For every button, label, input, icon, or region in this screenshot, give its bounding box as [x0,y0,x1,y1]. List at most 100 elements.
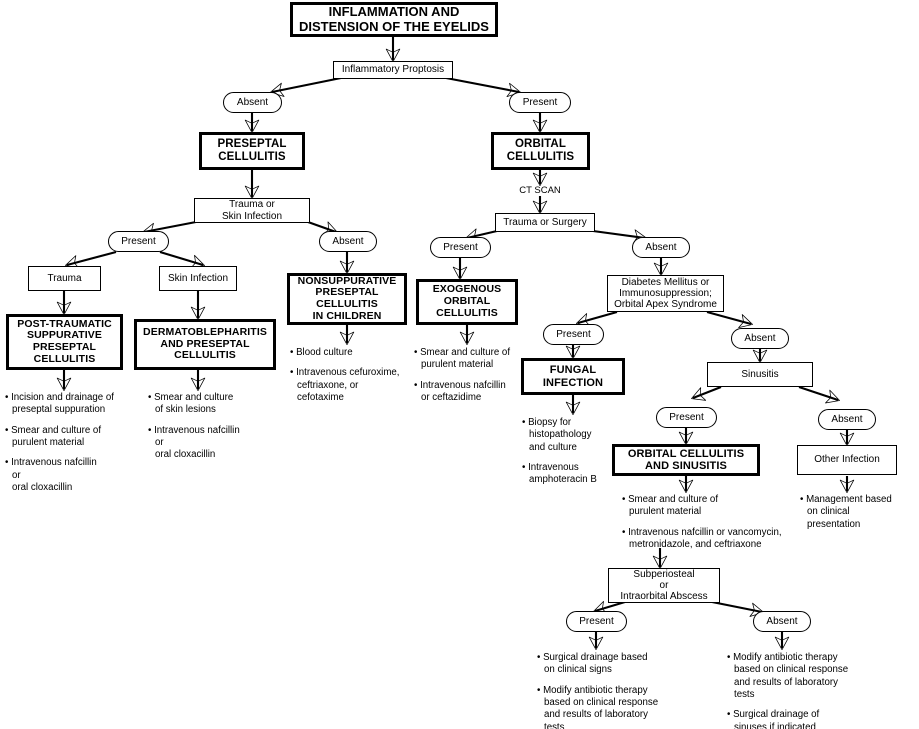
treatment-line: • Surgical drainage based [537,652,648,663]
pt-line-2: SUPPURATIVE [27,329,102,342]
node-sinusitis-absent: Absent [818,409,876,430]
ocs-line-2: AND SINUSITIS [645,460,727,472]
treatment-line: metronidazole, and ceftriaxone [629,538,762,550]
label-abs-present: Present [579,615,614,627]
ns-line-2: PRESEPTAL [315,286,379,299]
node-abscess-absent: Absent [753,611,811,632]
label-proptosis-absent: Absent [236,96,269,108]
treatment-line: • Intravenous nafcillin or vancomycin, [622,526,782,538]
treatment-line: and results of laboratory [734,676,838,688]
fi-line-1: FUNGAL [549,364,597,377]
db-line-3: CELLULITIS [174,349,236,362]
treatment-line: and results of laboratory [544,709,648,721]
node-exogenous-orbital-cellulitis: EXOGENOUS ORBITAL CELLULITIS [416,279,518,325]
root-line-2: DISTENSION OF THE EYELIDS [299,18,489,34]
abs-line-1: Subperiosteal [633,568,695,580]
treatment-line: or [12,469,21,481]
treatment-line: • Intravenous cefuroxime, [290,367,400,379]
node-inflammatory-proptosis: Inflammatory Proptosis [333,61,453,79]
treatment-line: oral cloxacillin [155,449,216,461]
label-trauma: Trauma [47,272,82,284]
treatment-item: • Intravenous cefuroxime,ceftriaxone, or… [290,367,410,404]
node-trauma-or-skin-infection: Trauma or Skin Infection [194,198,310,223]
treatment-item: • Intravenous nafcillin or vancomycin,me… [622,527,822,552]
label-inflammatory-proptosis: Inflammatory Proptosis [341,64,445,76]
db-line-1: DERMATOBLEPHARITIS [143,325,267,338]
label-ct-scan: CT SCAN [500,185,580,197]
node-tos-present: Present [430,237,491,258]
label-sin-absent: Absent [831,413,863,425]
node-tos-absent: Absent [632,237,690,258]
treatment-line: purulent material [421,359,494,371]
treatment-line: purulent material [12,436,85,448]
label-dm-absent: Absent [744,332,776,344]
pt-line-4: CELLULITIS [33,352,96,365]
treatment-line: • Smear and culture [148,392,234,403]
node-dermatoblepharitis-and-preseptal-cellulitis: DERMATOBLEPHARITIS AND PRESEPTAL CELLULI… [134,319,276,370]
db-line-2: AND PRESEPTAL [160,337,250,350]
node-root-title: INFLAMMATION AND DISTENSION OF THE EYELI… [290,2,498,37]
label-abs-absent: Absent [766,615,798,627]
dm-line-2: Immunosuppression; [619,287,712,299]
node-sinusitis-present: Present [656,407,717,428]
treatment-line: • Smear and culture of [622,494,719,505]
node-preseptal-cellulitis: PRESEPTAL CELLULITIS [199,132,305,170]
treatment-line: • Biopsy for [522,417,572,428]
treatment-list-nonsuppurative: • Blood culture• Intravenous cefuroxime,… [290,347,410,404]
node-sinusitis: Sinusitis [707,362,813,387]
orbital-line-2: CELLULITIS [506,151,575,163]
fi-line-2: INFECTION [542,376,604,389]
node-tsi-present: Present [108,231,169,252]
treatment-line: or [155,436,164,448]
label-dm-present: Present [556,328,591,340]
treatment-line: amphoteracin B [529,474,597,486]
treatment-line: of skin lesions [155,404,216,416]
label-proptosis-present: Present [522,96,558,108]
node-trauma: Trauma [28,266,101,291]
treatment-line: • Intravenous nafcillin [148,424,240,436]
treatment-line: cefotaxime [297,391,344,403]
treatment-line: based on clinical response [544,696,659,708]
treatment-line: preseptal suppuration [12,404,106,416]
node-post-traumatic-suppurative-preseptal-cellulitis: POST-TRAUMATIC SUPPURATIVE PRESEPTAL CEL… [6,314,123,370]
node-orbital-cellulitis-and-sinusitis: ORBITAL CELLULITIS AND SINUSITIS [612,444,760,476]
treatment-line: tests [544,721,565,729]
treatment-line: • Smear and culture of [5,424,102,436]
treatment-line: • Surgical drainage of [727,709,820,721]
treatment-line: on clinical [807,506,850,518]
treatment-line: on clinical signs [544,664,612,676]
node-trauma-or-surgery: Trauma or Surgery [495,213,595,232]
node-skin-infection: Skin Infection [159,266,237,291]
node-abscess-present: Present [566,611,627,632]
node-dm-present: Present [543,324,604,345]
label-other-infection: Other Infection [814,454,880,466]
treatment-line: • Incision and drainage of [5,392,114,403]
ns-line-3: CELLULITIS [316,298,378,310]
orbital-line-1: ORBITAL [515,138,566,151]
node-orbital-cellulitis: ORBITAL CELLULITIS [491,132,590,170]
ns-line-1: NONSUPPURATIVE [297,274,397,287]
node-subperiosteal-or-intraorbital-abscess: Subperiosteal or Intraorbital Abscess [608,568,720,603]
treatment-line: • Modify antibiotic therapy [537,684,648,696]
node-diabetes-immunosuppression-orbital-apex: Diabetes Mellitus or Immunosuppression; … [607,275,724,312]
treatment-line: • Modify antibiotic therapy [727,652,838,663]
